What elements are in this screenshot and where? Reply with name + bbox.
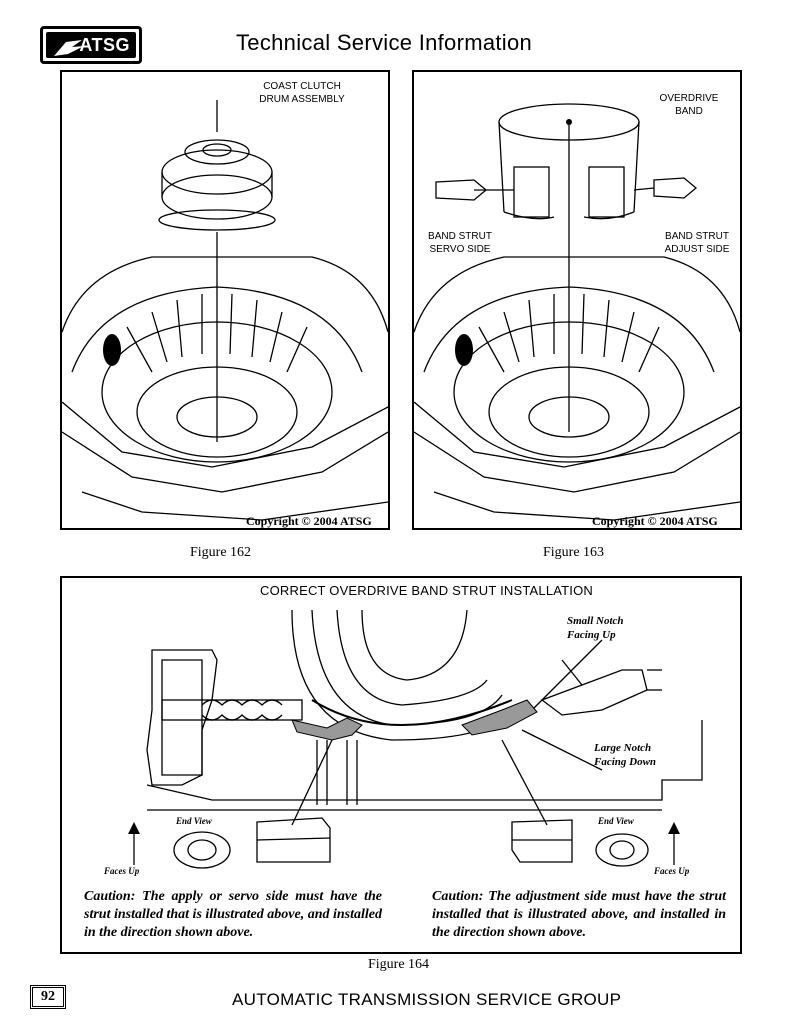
band-strut-adjust-label: BAND STRUT ADJUST SIDE	[664, 231, 730, 255]
figure-162-caption: Figure 162	[190, 545, 252, 560]
figure-164-illustration	[128, 609, 703, 869]
copyright-162: Copyright © 2004 ATSG	[246, 514, 372, 528]
large-notch-label: Large Notch Facing Down	[594, 742, 657, 768]
figure-164-caption: Figure 164	[368, 957, 430, 972]
caution-adjust-side: Caution: The adjustment side must have t…	[432, 889, 726, 940]
footer-text: AUTOMATIC TRANSMISSION SERVICE GROUP	[232, 990, 622, 1009]
figure-162-panel: COAST CLUTCH DRUM ASSEMBLY Copyright © 2…	[60, 70, 390, 530]
band-strut-servo-label: BAND STRUT SERVO SIDE	[428, 231, 492, 255]
faces-up-left-label: Faces Up	[104, 866, 140, 876]
overdrive-band-label: OVERDRIVE BAND	[659, 93, 719, 117]
atsg-logo: ATSG	[40, 26, 142, 64]
logo-text: ATSG	[79, 34, 130, 55]
small-notch-label: Small Notch Facing Up	[567, 615, 624, 641]
copyright-163: Copyright © 2004 ATSG	[592, 514, 718, 528]
figure-163-caption: Figure 163	[543, 545, 605, 560]
page-title: Technical Service Information	[236, 30, 533, 55]
figure-163-illustration	[414, 103, 740, 521]
figure-164-panel: CORRECT OVERDRIVE BAND STRUT INSTALLATIO…	[60, 576, 742, 954]
page-number: 92	[30, 985, 66, 1009]
end-view-left-label: End View	[176, 816, 212, 826]
figure-163-panel: OVERDRIVE BAND BAND STRUT SERVO SIDE BAN…	[412, 70, 742, 530]
bird-logo-icon	[54, 40, 84, 56]
caution-servo-side: Caution: The apply or servo side must ha…	[84, 889, 382, 940]
faces-up-right-label: Faces Up	[654, 866, 690, 876]
figure-162-illustration	[62, 100, 388, 521]
figure-164-title: CORRECT OVERDRIVE BAND STRUT INSTALLATIO…	[260, 583, 594, 598]
end-view-right-label: End View	[598, 816, 634, 826]
coast-clutch-label: COAST CLUTCH DRUM ASSEMBLY	[259, 81, 345, 105]
